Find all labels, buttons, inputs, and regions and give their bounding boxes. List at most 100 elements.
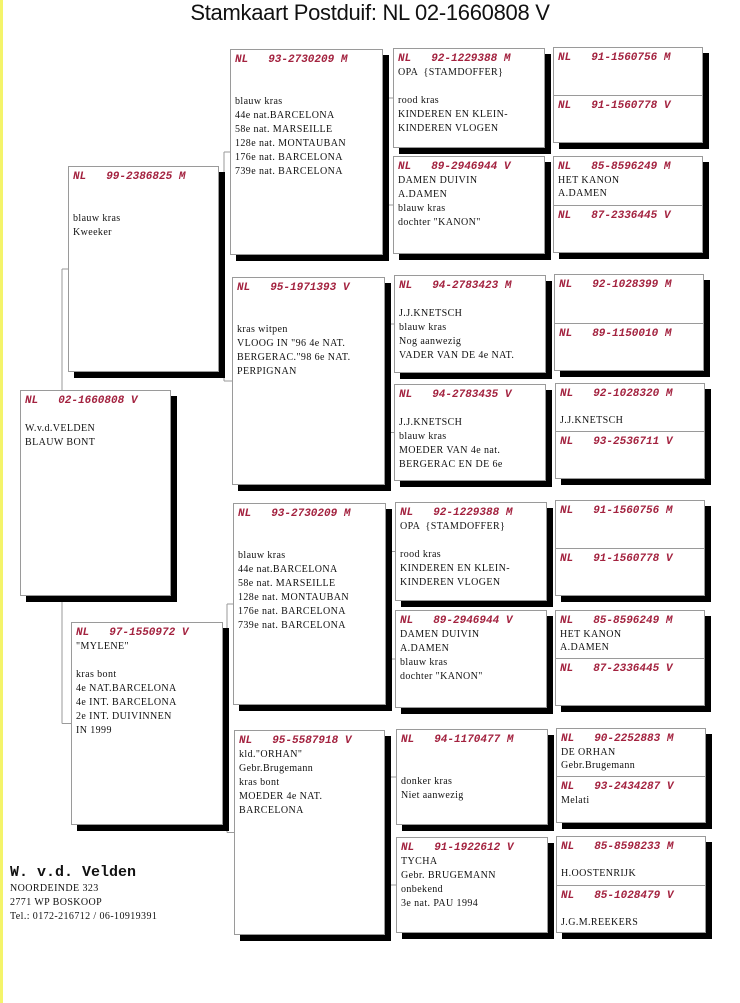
pigeon-info-line: rood kras xyxy=(400,549,442,560)
ring-id: 93-2730209 M xyxy=(268,54,348,66)
pigeon-info-line xyxy=(238,535,381,549)
ring-id: 89-2946944 V xyxy=(431,161,511,173)
ring-number: NL 89-2946944 V xyxy=(400,614,542,628)
pigeon-info-line: onbekend xyxy=(401,884,444,895)
country-code: NL xyxy=(235,54,249,66)
pigeon-info-line: BERGERAC EN DE 6e xyxy=(399,459,503,470)
pigeon-info-line: 176e nat. BARCELONA xyxy=(235,152,343,163)
pigeon-info-line: A.DAMEN xyxy=(560,642,610,653)
ring-id: 97-1550972 V xyxy=(109,627,189,639)
ring-number: NL 89-2946944 V xyxy=(398,160,540,174)
pigeon-info-line: 44e nat.BARCELONA xyxy=(238,564,338,575)
ring-id: 94-2783435 V xyxy=(432,389,512,401)
country-code: NL xyxy=(561,781,575,793)
ring-id: 91-1560756 M xyxy=(593,505,673,517)
ring-id: 94-2783423 M xyxy=(432,280,512,292)
country-code: NL xyxy=(399,280,413,292)
ring-id: 91-1560756 M xyxy=(591,52,671,64)
ring-id: 89-2946944 V xyxy=(433,615,513,627)
pigeon-info-line xyxy=(401,747,543,761)
pigeon-info-line xyxy=(561,903,701,916)
pigeon-info-line: DE ORHAN xyxy=(561,747,616,758)
pigeon-info-line: 4e INT. BARCELONA xyxy=(76,697,177,708)
pigeon-info-line: blauw kras xyxy=(400,657,448,668)
pigeon-info-line: kld."ORHAN" xyxy=(239,749,303,760)
country-code: NL xyxy=(561,733,575,745)
ring-number: NL 93-2730209 M xyxy=(235,53,378,67)
ring-id: 85-1028479 V xyxy=(594,890,674,902)
pigeon-info-line: 44e nat.BARCELONA xyxy=(235,110,335,121)
country-code: NL xyxy=(401,734,415,746)
pigeon-info-line: TYCHA xyxy=(401,856,438,867)
country-code: NL xyxy=(560,663,574,675)
pigeon-info-line: blauw kras xyxy=(398,203,446,214)
pigeon-info-line: dochter "KANON" xyxy=(398,217,481,228)
country-code: NL xyxy=(238,508,252,520)
pigeon-info-line: BLAUW BONT xyxy=(25,437,96,448)
pigeon-info-line: MOEDER 4e NAT. xyxy=(239,791,323,802)
ring-id: 87-2336445 V xyxy=(591,210,671,222)
ring-id: 92-1028320 M xyxy=(593,388,673,400)
country-code: NL xyxy=(398,161,412,173)
pigeon-info-line: rood kras xyxy=(398,95,440,106)
pigeon-info-line: 4e NAT.BARCELONA xyxy=(76,683,177,694)
pigeon-info-line: 128e nat. MONTAUBAN xyxy=(235,138,346,149)
pigeon-info-line: donker kras xyxy=(401,776,453,787)
country-code: NL xyxy=(25,395,39,407)
ring-id: 02-1660808 V xyxy=(58,395,138,407)
pigeon-info-line: Gebr.Brugemann xyxy=(239,763,314,774)
pigeon-info-line: 739e nat. BARCELONA xyxy=(238,620,346,631)
pigeon-info-line xyxy=(73,184,214,198)
country-code: NL xyxy=(558,161,572,173)
country-code: NL xyxy=(558,100,572,112)
country-code: NL xyxy=(561,841,575,853)
ring-id: 91-1560778 V xyxy=(593,553,673,565)
pigeon-info-line xyxy=(235,81,378,95)
owner-city: 2771 WP BOSKOOP xyxy=(10,897,103,908)
pigeon-info-line xyxy=(76,654,218,668)
pigeon-info-line: blauw kras xyxy=(399,431,447,442)
pigeon-info-line: OPA {STAMDOFFER} xyxy=(400,521,506,532)
ring-number: NL 94-2783423 M xyxy=(399,279,541,293)
country-code: NL xyxy=(398,53,412,65)
country-code: NL xyxy=(400,615,414,627)
pigeon-info-line: KINDEREN EN KLEIN- xyxy=(400,563,510,574)
pigeon-info-line xyxy=(561,854,701,867)
pigeon-info-line: 739e nat. BARCELONA xyxy=(235,166,343,177)
pigeon-info-line xyxy=(237,309,380,323)
pigeon-info-line: blauw kras xyxy=(238,550,286,561)
pigeon-info-line: 3e nat. PAU 1994 xyxy=(401,898,479,909)
